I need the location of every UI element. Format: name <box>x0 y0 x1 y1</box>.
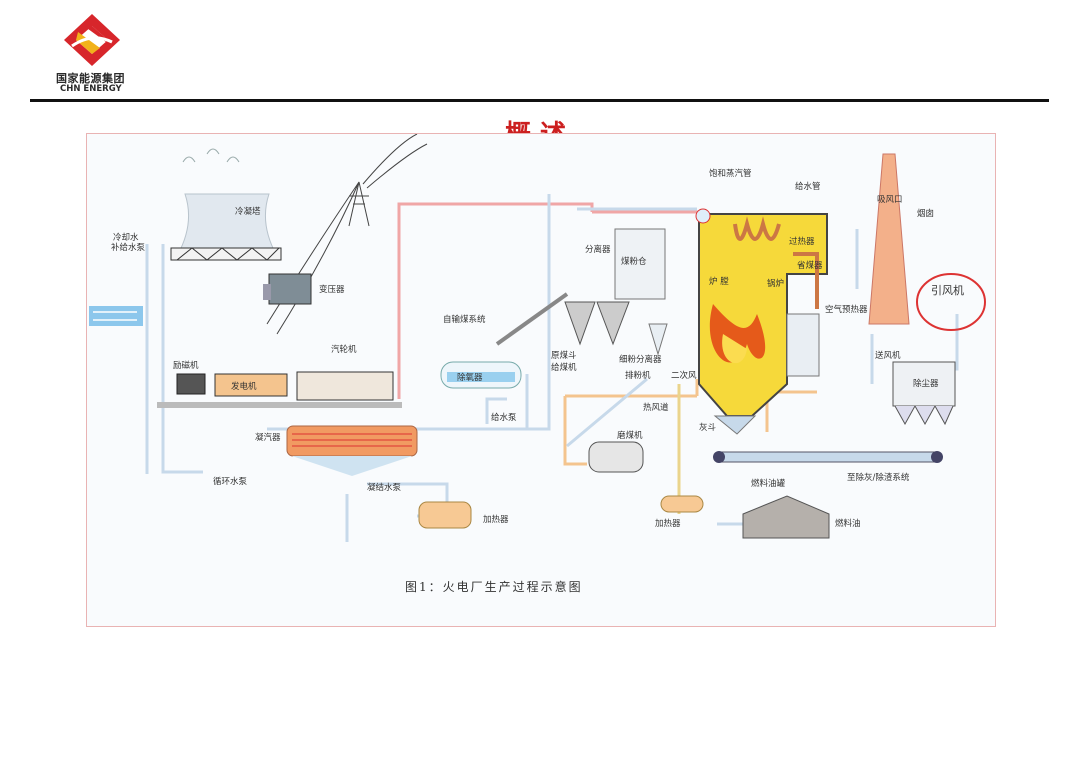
label-superheater: 过热器 <box>789 236 815 247</box>
company-logo: 国家能源集团 CHN ENERGY <box>52 12 134 100</box>
label-ash-system: 至除灰/除渣系统 <box>847 472 910 483</box>
power-pylon <box>266 134 428 335</box>
label-primary-fan: 排粉机 <box>625 370 651 381</box>
diagram-frame: 冷凝塔 冷却水 补给水泵 变压器 励磁机 发电机 汽轮机 凝汽器 循环水泵 凝结… <box>86 133 996 627</box>
label-water-pipe: 给水管 <box>795 181 821 192</box>
boiler <box>695 208 828 435</box>
label-secondary-air: 二次风 <box>671 370 697 381</box>
label-deaerator: 除氧器 <box>457 372 483 383</box>
label-generator: 发电机 <box>231 381 257 392</box>
coal-handling <box>564 228 668 473</box>
label-transformer: 变压器 <box>319 284 345 295</box>
label-cooling-water-makeup: 冷却水 <box>113 232 139 243</box>
diagram-caption: 图1：火电厂生产过程示意图 <box>405 580 583 594</box>
chn-energy-logo-icon <box>64 14 120 66</box>
label-steam-pipe: 饱和蒸汽管 <box>709 168 752 179</box>
label-condensate-pump: 凝结水泵 <box>367 482 402 493</box>
power-plant-diagram: 冷凝塔 冷却水 补给水泵 变压器 励磁机 发电机 汽轮机 凝汽器 循环水泵 凝结… <box>89 134 986 542</box>
label-dust-collector: 除尘器 <box>913 378 939 389</box>
label-heater-low: 加热器 <box>483 514 509 525</box>
header-divider <box>30 99 1049 102</box>
company-name-en: CHN ENERGY <box>60 84 122 94</box>
label-coal-feeder: 给煤机 <box>551 362 577 373</box>
label-heater-fuel: 加热器 <box>655 518 681 529</box>
label-sep-top: 分离器 <box>585 244 611 255</box>
label-coal-bunker: 原煤斗 <box>551 350 577 361</box>
label-circ-pump: 循环水泵 <box>213 476 248 487</box>
label-pulverized-bin: 煤粉仓 <box>621 256 647 267</box>
cooling-tower <box>170 148 282 261</box>
label-fuel-tank: 燃料油罐 <box>751 478 786 489</box>
label-air-intake: 吸风口 <box>877 195 903 205</box>
fuel-oil-system <box>660 495 830 539</box>
label-air-preheater: 空气预热器 <box>825 304 868 315</box>
deaerator <box>440 361 522 389</box>
slide-title: 概 述 <box>505 120 566 134</box>
water-source <box>89 306 143 326</box>
label-furnace: 炉 膛 <box>709 276 729 287</box>
dust-collector <box>892 361 956 426</box>
label-fuel-oil: 燃料油 <box>835 518 861 529</box>
label-id-fan: 引风机 <box>931 283 964 297</box>
id-fan-highlight <box>916 273 986 331</box>
label-ash-hopper: 灰斗 <box>699 422 717 433</box>
ash-conveyor <box>713 451 943 463</box>
label-condenser: 凝汽器 <box>255 432 281 443</box>
label-hot-air-duct: 热风道 <box>643 402 669 413</box>
label-separator: 细粉分离器 <box>619 354 662 365</box>
label-economizer: 省煤器 <box>797 260 823 271</box>
company-name-cn: 国家能源集团 <box>56 72 125 85</box>
label-boiler: 锅炉 <box>767 278 784 289</box>
transformer <box>263 273 312 305</box>
chimney <box>868 153 910 325</box>
label-chimney: 烟囱 <box>917 208 934 219</box>
label-feed-pump: 给水泵 <box>491 412 517 423</box>
label-exciter: 励磁机 <box>173 360 199 371</box>
label-fd-fan: 送风机 <box>875 350 901 361</box>
coal-conveyor <box>495 292 569 346</box>
label-makeup-pump: 补给水泵 <box>111 242 146 253</box>
label-cooling-tower: 冷凝塔 <box>235 206 261 217</box>
low-pressure-heater <box>418 501 472 529</box>
label-turbine: 汽轮机 <box>331 344 357 355</box>
label-coal-mill: 磨煤机 <box>617 430 643 441</box>
turbine-generator-set <box>157 371 418 476</box>
label-coal-conveyor: 自输煤系统 <box>443 314 486 325</box>
